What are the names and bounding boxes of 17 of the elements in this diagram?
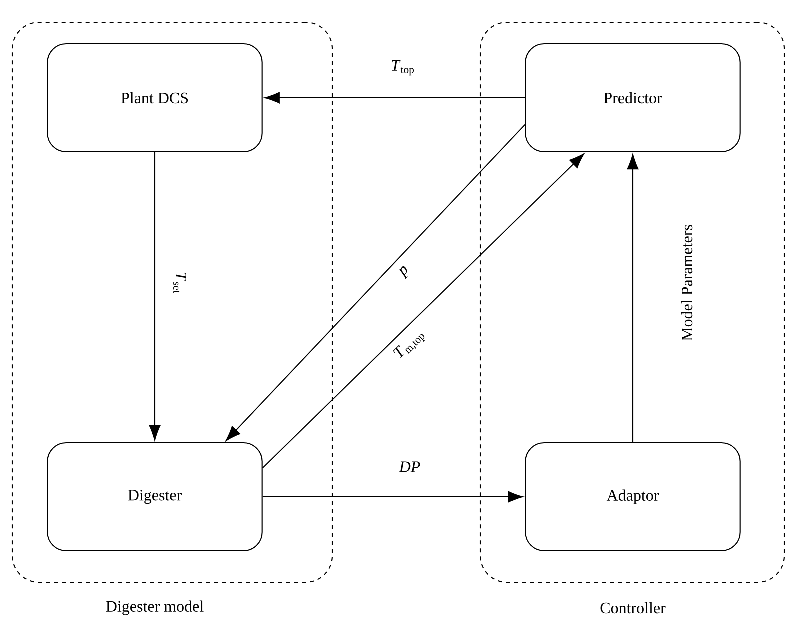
process-box: Adaptor	[525, 442, 741, 552]
edge-label: T$_{set}$	[170, 268, 190, 298]
arrow	[627, 154, 639, 442]
process-box: Digester	[47, 442, 263, 552]
process-box: Predictor	[525, 43, 741, 153]
edge-label: T$_{top}$	[386, 56, 420, 80]
edge-label: p	[392, 260, 418, 284]
arrow	[264, 92, 526, 104]
edge-label: DP	[395, 458, 425, 476]
process-box: Plant DCS	[47, 43, 263, 153]
arrow	[226, 124, 526, 442]
arrow	[262, 491, 524, 503]
arrow	[149, 152, 161, 441]
group-caption: Digester model	[106, 600, 204, 616]
edge-label: Model Parameters	[677, 220, 697, 346]
group-caption: Controller	[600, 602, 666, 614]
arrow	[262, 154, 584, 468]
